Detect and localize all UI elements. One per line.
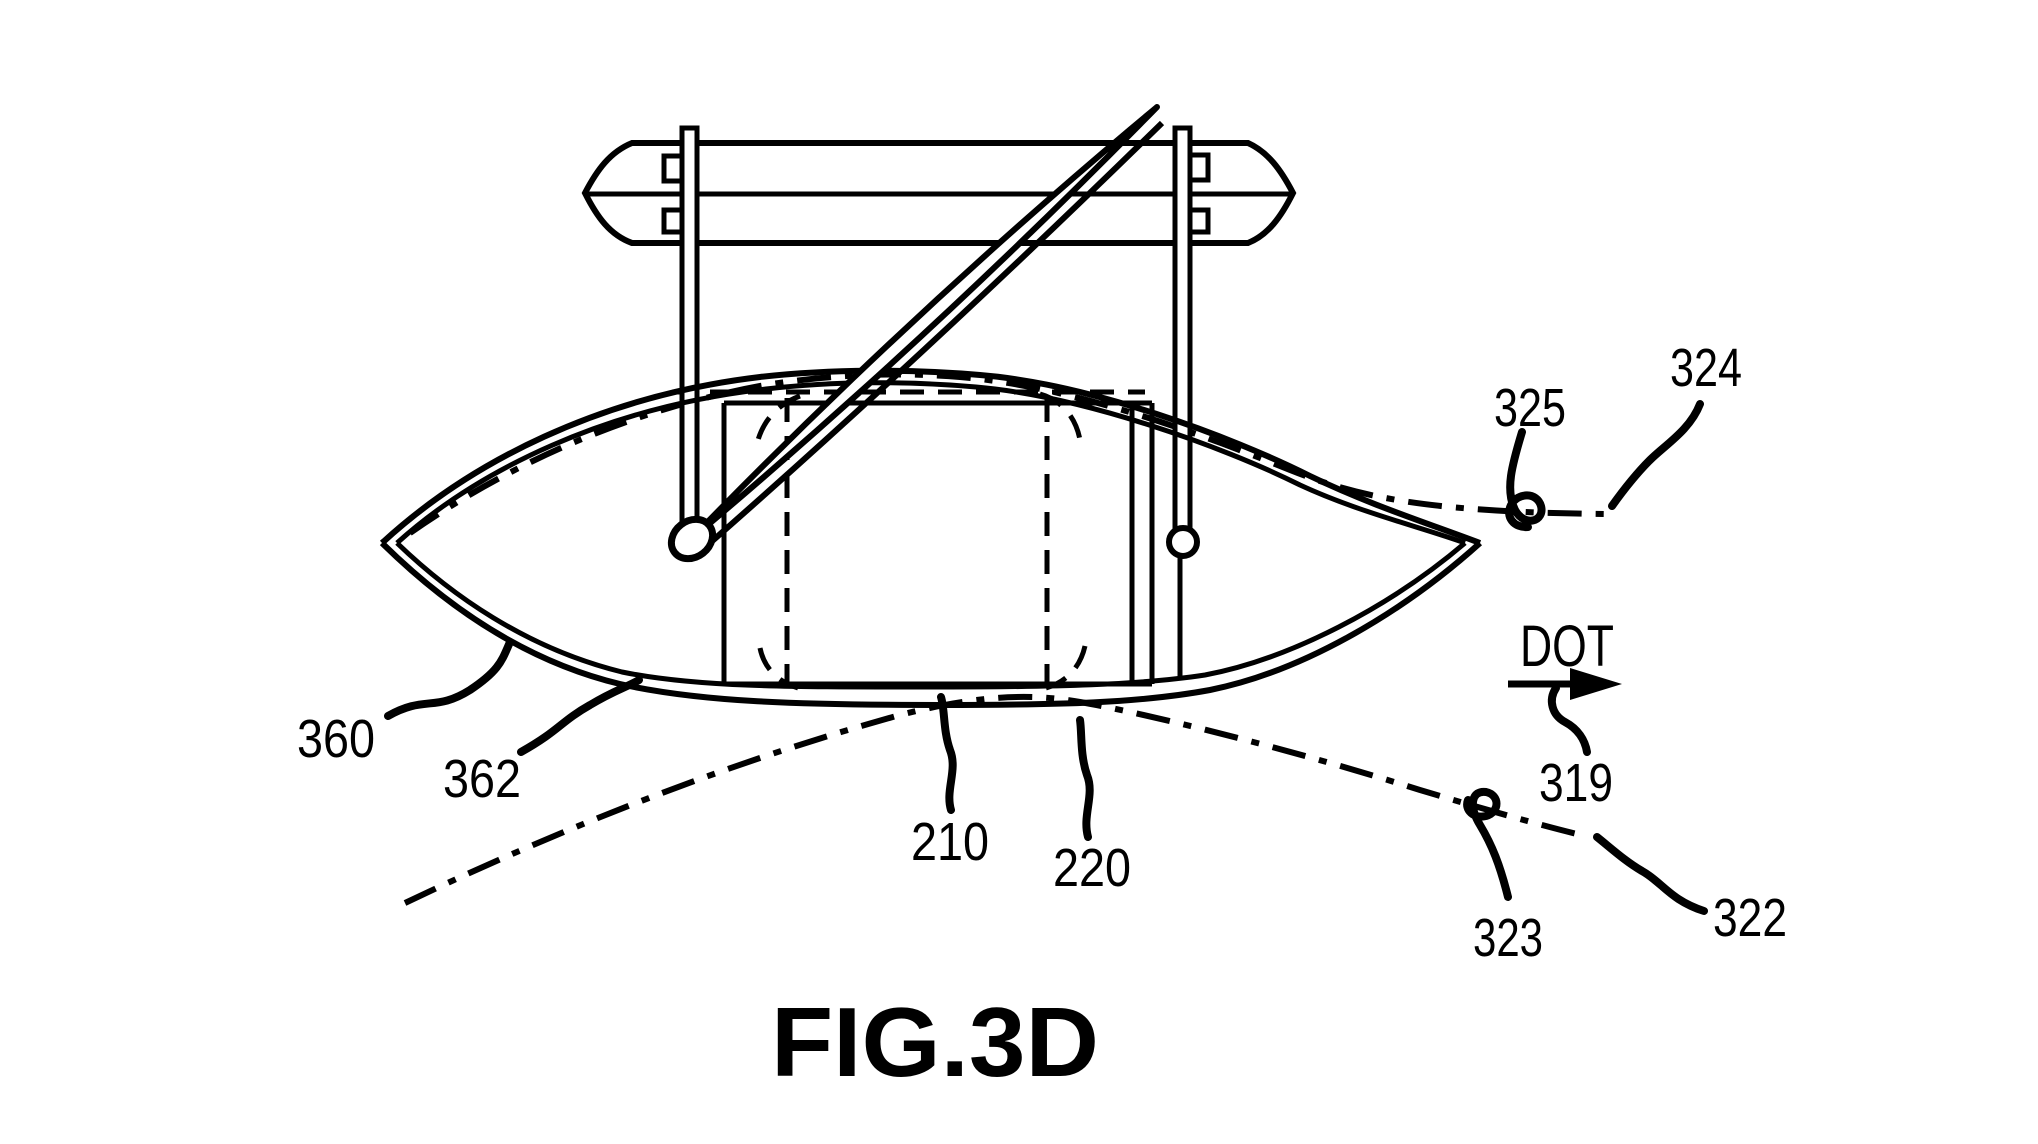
- right-strut-pivot: [1166, 525, 1200, 559]
- blade-leaf: [687, 104, 1160, 543]
- dot-arrowhead: [1570, 668, 1622, 700]
- ref-label-220: 220: [1053, 838, 1131, 898]
- hidden-arc-top-left: [755, 393, 801, 441]
- propeller-blade: [687, 104, 1165, 553]
- leader-arrows: [384, 400, 1708, 915]
- ref-label-324: 324: [1670, 338, 1742, 398]
- blade-second-edge: [700, 120, 1165, 553]
- left-strut-foot: [667, 515, 717, 563]
- leader-319-squiggle: [1547, 684, 1591, 756]
- dot-direction-arrow: [1508, 668, 1622, 700]
- ref-label-323: 323: [1473, 908, 1543, 968]
- ref-label-319: 319: [1539, 753, 1613, 813]
- ref-label-325: 325: [1494, 378, 1566, 438]
- waterline-upper-dashdot: [408, 371, 1605, 536]
- hull-bottom-outer: [379, 540, 1483, 709]
- ref-label-210: 210: [911, 812, 989, 872]
- leader-360: [384, 638, 514, 720]
- left-strut: [679, 125, 700, 527]
- ref-label-360: 360: [297, 709, 375, 769]
- hull-top-inner: [395, 380, 1466, 546]
- leader-322: [1593, 833, 1708, 915]
- hull-top-outer: [379, 367, 1482, 546]
- ref-label-322: 322: [1713, 888, 1787, 948]
- figure-caption: FIG.3D: [771, 987, 1099, 1097]
- leader-324: [1608, 400, 1704, 510]
- pod-mount-clips: [661, 152, 1211, 235]
- leader-362: [517, 676, 643, 756]
- leader-220: [1076, 716, 1094, 841]
- leader-210: [937, 693, 957, 814]
- leader-325-hook: [1505, 428, 1546, 532]
- hull-outline: [379, 367, 1483, 709]
- dot-direction-label: DOT: [1520, 614, 1614, 679]
- ref-label-362: 362: [443, 749, 521, 809]
- leader-323-pigtail: [1463, 787, 1512, 901]
- waterline-lower-dashdot: [403, 693, 1578, 906]
- hull-bottom-inner: [395, 541, 1467, 690]
- hidden-box-dashed: [672, 389, 1145, 691]
